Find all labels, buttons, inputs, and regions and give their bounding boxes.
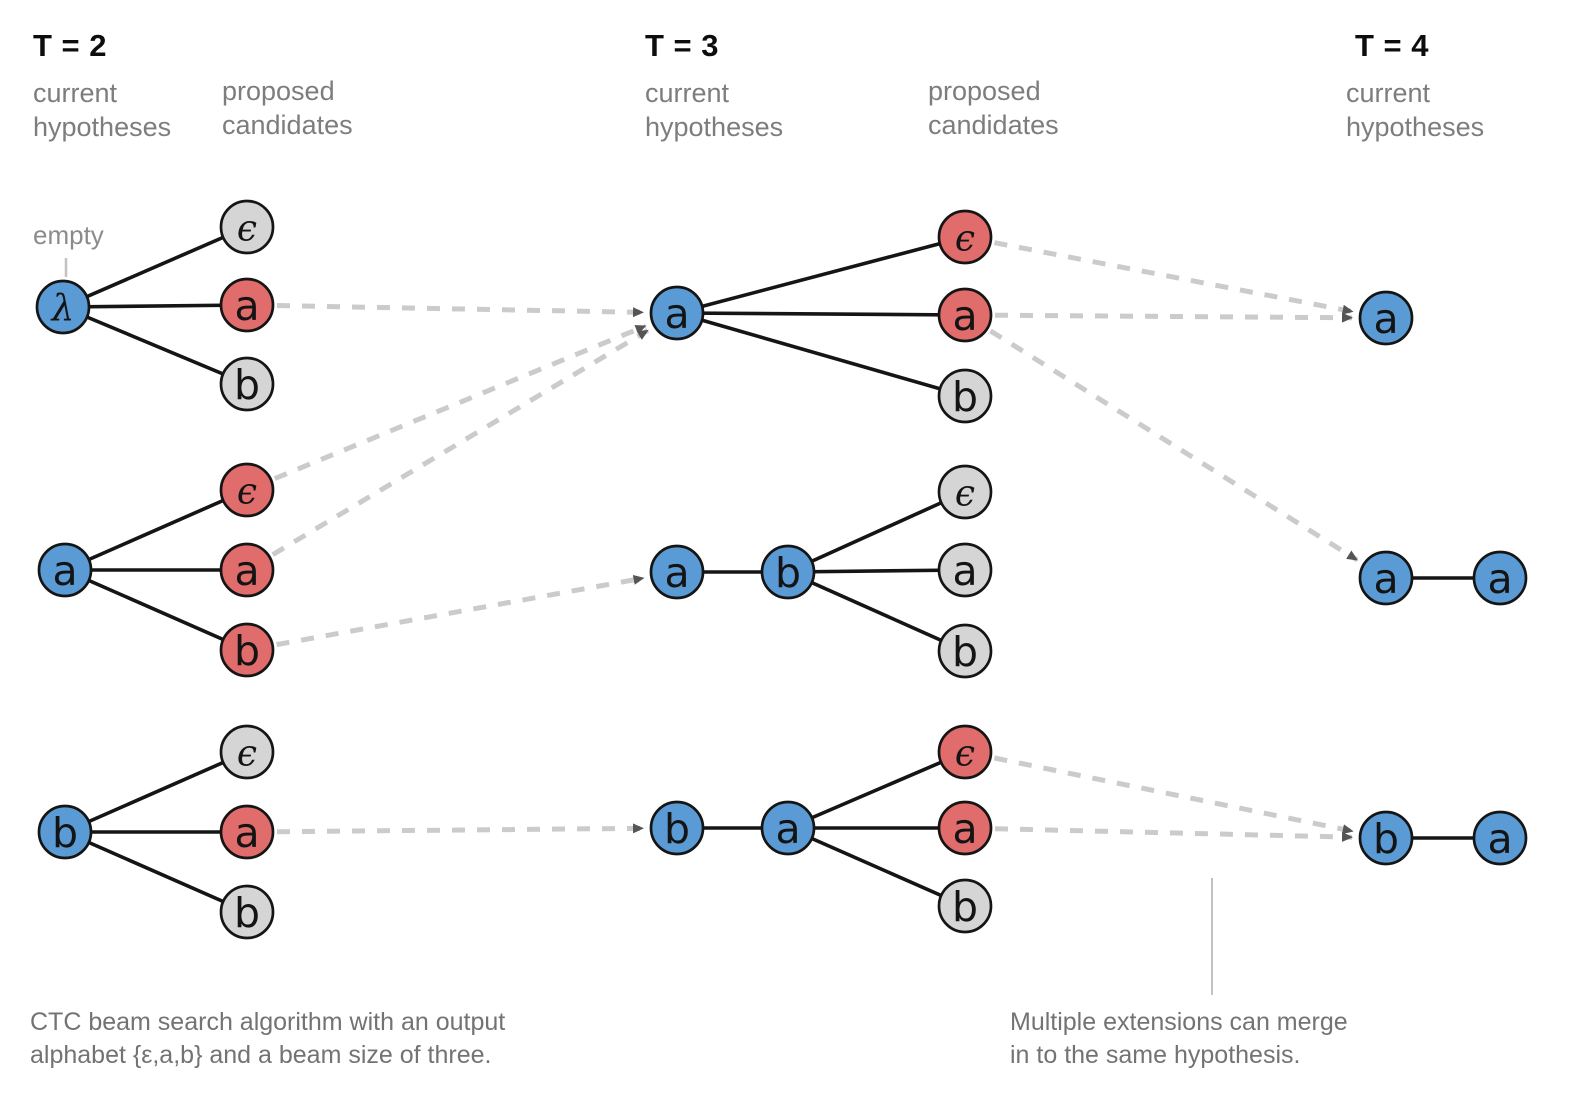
- node-label-t2h3: b: [52, 809, 78, 857]
- node-t3c1b: [937, 368, 993, 424]
- node-label-t2c3a: a: [234, 809, 259, 857]
- node-label-t3c2b: b: [952, 628, 978, 676]
- node-label-t2c2e: ϵ: [237, 472, 257, 513]
- solid-edge-t2h2-t2c2b: [64, 568, 248, 652]
- solid-edge-t3h1-t3c1e: [676, 235, 966, 315]
- dashed-edge-t2c2e-t3h1: [273, 323, 647, 481]
- solid-edge-t2h3-t2c3b: [64, 830, 248, 914]
- node-t3c1e: [937, 209, 993, 265]
- dashed-edge-t2c3a-t3h3b: [276, 823, 645, 835]
- node-label-t2c2b: b: [234, 627, 260, 675]
- solid-edge-t3h1-t3c1a: [676, 311, 966, 317]
- node-t2c2a: [219, 542, 275, 598]
- node-label-t3h3a: a: [775, 805, 800, 853]
- node-t3c3e: [937, 724, 993, 780]
- node-label-t3c3a: a: [952, 805, 977, 853]
- node-t3c2b: [937, 623, 993, 679]
- solid-edge-t2h1-t2c1e: [62, 225, 248, 309]
- node-t4h3b: [1358, 810, 1414, 866]
- node-label-t2c2a: a: [234, 547, 259, 595]
- dashed-edge-t3c3a-t4h3b: [994, 826, 1354, 842]
- node-t2c3a: [219, 804, 275, 860]
- node-t3h3b: [649, 800, 705, 856]
- dashed-edge-t2c2b-t3h2a: [276, 574, 645, 648]
- solid-edge-t3h3a-t3c3b: [787, 826, 966, 908]
- node-label-t2h1: λ: [50, 289, 75, 330]
- dashed-edge-t3c1a-t4h2a: [989, 328, 1359, 563]
- node-t3h2a: [649, 544, 705, 600]
- dashed-edge-t3c3e-t4h3b: [993, 755, 1354, 835]
- node-t3c3a: [937, 800, 993, 856]
- node-t2c2b: [219, 622, 275, 678]
- node-t3c1a: [937, 287, 993, 343]
- node-label-t3c3e: ϵ: [955, 734, 975, 775]
- t4-current-hypotheses-label: current hypotheses: [1346, 78, 1485, 142]
- dashed-edge-t2c1a-t3h1: [276, 303, 645, 318]
- node-label-t4h1: a: [1373, 295, 1398, 343]
- node-label-t2c1b: b: [234, 361, 260, 409]
- node-t2h3: [37, 804, 93, 860]
- caption-right: Multiple extensions can merge in to the …: [1010, 1008, 1348, 1069]
- node-label-t2c3e: ϵ: [237, 734, 257, 775]
- node-t3c2e: [937, 464, 993, 520]
- empty-node-label: empty: [33, 220, 104, 250]
- node-t2c1e: [219, 199, 275, 255]
- node-label-t4h2b: a: [1487, 555, 1512, 603]
- column-title-t2: T = 2: [33, 28, 108, 63]
- node-label-t4h3a: a: [1487, 815, 1512, 863]
- dashed-edge-t3c1a-t4h1: [994, 312, 1354, 323]
- dashed-edge-t3c1e-t4h1: [993, 240, 1354, 315]
- node-label-t3h2a: a: [664, 549, 689, 597]
- node-label-t4h3b: b: [1373, 815, 1399, 863]
- node-t2c1a: [219, 277, 275, 333]
- node-t2c3b: [219, 884, 275, 940]
- node-label-t3c2e: ϵ: [955, 474, 975, 515]
- t2-current-hypotheses-label: current hypotheses: [33, 78, 172, 142]
- node-t3h2b: [760, 544, 816, 600]
- node-t3c3b: [937, 878, 993, 934]
- node-label-t2c1a: a: [234, 282, 259, 330]
- node-t4h2a: [1358, 550, 1414, 606]
- node-label-t3c1e: ϵ: [955, 219, 975, 260]
- dashed-edge-t2c2a-t3h1: [271, 328, 650, 557]
- node-label-t3c1a: a: [952, 292, 977, 340]
- column-title-t4: T = 4: [1355, 28, 1430, 63]
- solid-edge-t3h2b-t3c2b: [787, 570, 966, 653]
- solid-edge-t3h2b-t3c2a: [787, 568, 966, 574]
- node-t2c1b: [219, 356, 275, 412]
- node-t2c3e: [219, 724, 275, 780]
- node-label-t2c1e: ϵ: [237, 209, 257, 250]
- node-label-t3h3b: b: [664, 805, 690, 853]
- node-t2c2e: [219, 462, 275, 518]
- t3-current-hypotheses-label: current hypotheses: [645, 78, 784, 142]
- t2-proposed-candidates-label: proposed candidates: [222, 76, 353, 140]
- node-t3h1: [649, 285, 705, 341]
- node-t3h3a: [760, 800, 816, 856]
- node-t4h3a: [1472, 810, 1528, 866]
- node-label-t3c3b: b: [952, 883, 978, 931]
- node-t3c2a: [937, 542, 993, 598]
- node-label-t4h2a: a: [1373, 555, 1398, 603]
- node-t2h2: [37, 542, 93, 598]
- node-label-t3c2a: a: [952, 547, 977, 595]
- node-t4h1: [1358, 290, 1414, 346]
- node-label-t2c3b: b: [234, 889, 260, 937]
- solid-edge-t2h1-t2c1a: [62, 303, 248, 309]
- caption-left: CTC beam search algorithm with an output…: [30, 1008, 506, 1069]
- node-label-t3h2b: b: [775, 549, 801, 597]
- node-label-t3c1b: b: [952, 373, 978, 421]
- solid-edge-t3h1-t3c1b: [676, 311, 966, 398]
- solid-edge-t2h2-t2c2e: [64, 488, 248, 572]
- solid-edge-t3h2b-t3c2e: [787, 490, 966, 574]
- node-t4h2b: [1472, 550, 1528, 606]
- node-label-t3h1: a: [664, 290, 689, 338]
- solid-edge-t2h3-t2c3e: [64, 750, 248, 834]
- node-label-t2h2: a: [52, 547, 77, 595]
- solid-edge-t3h3a-t3c3e: [787, 750, 966, 830]
- t3-proposed-candidates-label: proposed candidates: [928, 76, 1059, 140]
- solid-edge-t2h1-t2c1b: [62, 305, 248, 386]
- column-title-t3: T = 3: [645, 28, 720, 63]
- node-t2h1: [35, 279, 91, 335]
